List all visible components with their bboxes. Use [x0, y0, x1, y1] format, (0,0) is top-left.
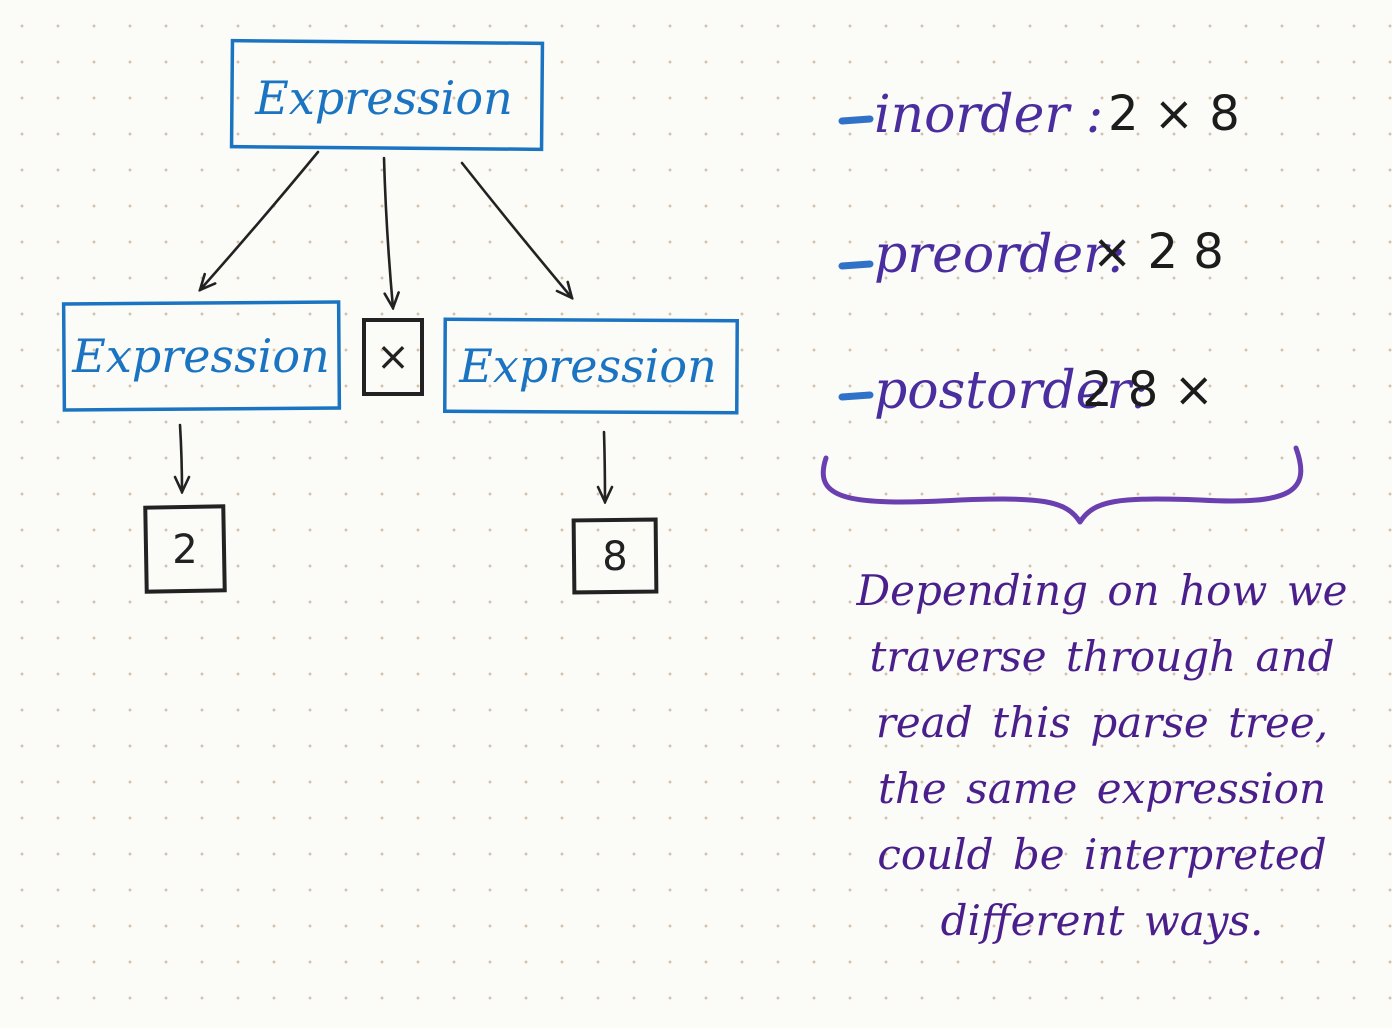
root-expression-node: Expression — [229, 38, 545, 152]
right-expression-label: Expression — [458, 339, 716, 393]
traversal-inorder: inorder : 2 × 8 — [838, 85, 1240, 145]
edge-root-to-left — [200, 150, 320, 290]
traversal-sequence-postorder: 2 8 × — [1082, 362, 1214, 418]
leaf-node-right: 8 — [571, 517, 659, 595]
traversal-sequence-preorder: × 2 8 — [1092, 224, 1224, 280]
root-expression-box — [229, 38, 545, 152]
traversal-dash-preorder — [838, 260, 874, 270]
explanation-note: Depending on how we traverse through and… — [856, 566, 1348, 945]
traversal-name-preorder: preorder: — [874, 225, 1126, 285]
leaf-box-right — [571, 517, 659, 595]
right-expression-node: Expression — [443, 317, 739, 415]
edge-left-to-leaf — [180, 423, 182, 492]
leaf-value-left: 2 — [172, 527, 197, 573]
traversal-name-inorder: inorder : — [874, 85, 1103, 145]
edge-root-to-operator — [382, 156, 393, 308]
root-expression-label: Expression — [254, 71, 512, 125]
traversal-dash-inorder — [838, 115, 874, 125]
leaf-box-left — [143, 504, 227, 594]
right-expression-box — [443, 317, 739, 415]
operator-node: × — [362, 318, 424, 396]
left-expression-label: Expression — [71, 329, 329, 383]
traversal-sequence-inorder: 2 × 8 — [1108, 86, 1240, 142]
traversal-preorder: preorder: × 2 8 — [838, 224, 1224, 285]
edge-root-to-right — [460, 161, 572, 298]
traversal-dash-postorder — [838, 391, 874, 401]
edge-right-to-leaf — [604, 430, 605, 502]
leaf-value-right: 8 — [602, 534, 627, 580]
traversal-postorder: postorder: 2 8 × — [838, 361, 1214, 421]
operator-box — [362, 318, 424, 396]
curly-brace-icon — [820, 445, 1304, 525]
traversal-name-postorder: postorder: — [874, 361, 1149, 421]
left-expression-box — [61, 300, 342, 412]
operator-label: × — [376, 334, 410, 380]
left-expression-node: Expression — [61, 300, 342, 412]
leaf-node-left: 2 — [143, 504, 227, 594]
